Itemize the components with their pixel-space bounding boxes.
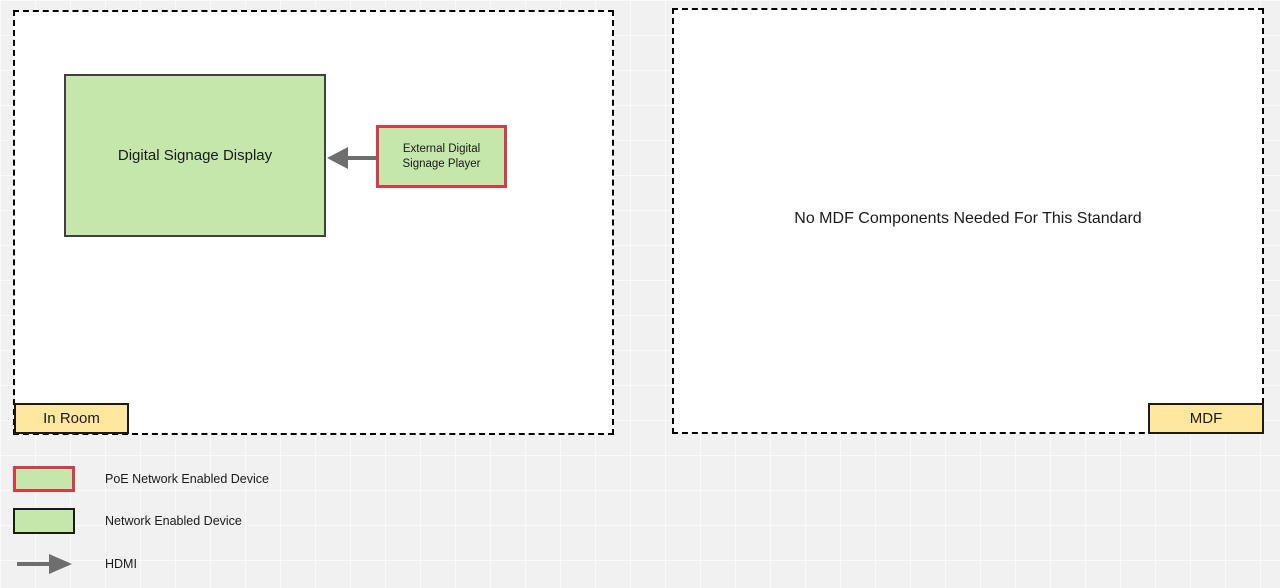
poe-device-swatch[interactable] (13, 466, 75, 492)
mdf-zone-label[interactable]: MDF (1148, 403, 1264, 434)
in-room-zone-label-text: In Room (43, 410, 100, 427)
digital-signage-display-label: Digital Signage Display (117, 147, 273, 164)
mdf-zone-container[interactable] (672, 8, 1264, 434)
legend-item-label: PoE Network Enabled Device (105, 472, 269, 486)
hdmi-connector-arrow[interactable] (326, 145, 378, 171)
mdf-note-text: No MDF Components Needed For This Standa… (794, 210, 1142, 227)
hdmi-arrow-icon[interactable] (13, 552, 75, 576)
in-room-zone-label[interactable]: In Room (14, 403, 129, 434)
legend-item-label: HDMI (105, 557, 137, 571)
digital-signage-display-shape[interactable]: Digital Signage Display (64, 74, 326, 237)
arrowhead-right-icon (49, 554, 72, 574)
external-player-shape[interactable]: External Digital Signage Player (376, 125, 507, 188)
legend-item-hdmi: HDMI (13, 552, 137, 576)
legend-item-label: Network Enabled Device (105, 514, 242, 528)
mdf-zone-label-text: MDF (1189, 410, 1223, 427)
arrowhead-left-icon (327, 147, 348, 169)
legend-item-network: Network Enabled Device (13, 508, 242, 534)
network-device-swatch[interactable] (13, 508, 75, 534)
legend-item-poe: PoE Network Enabled Device (13, 466, 269, 492)
external-player-label: External Digital Signage Player (402, 142, 481, 170)
